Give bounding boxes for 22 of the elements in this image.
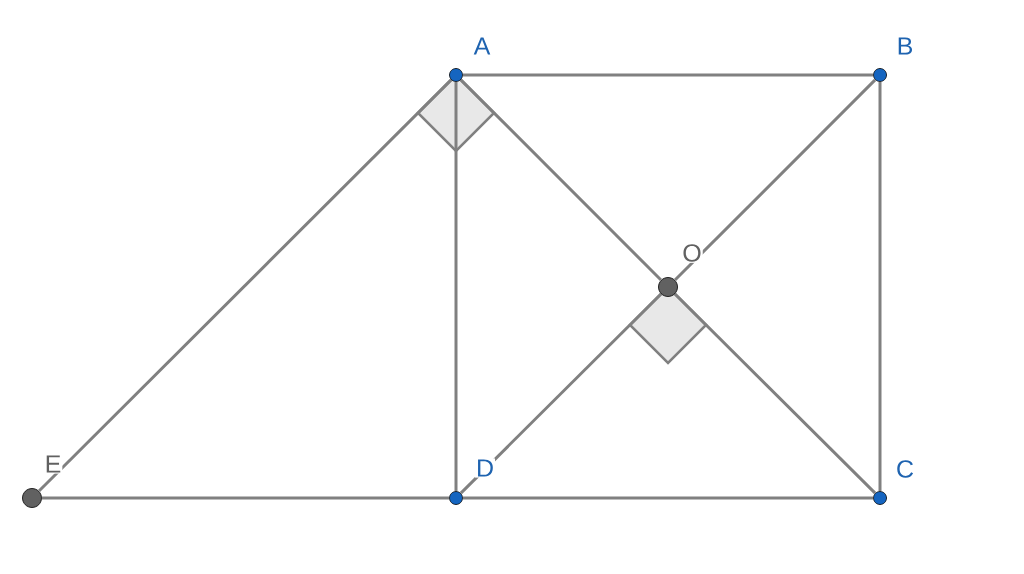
line-segment	[673, 292, 877, 495]
point-label: O	[681, 243, 703, 263]
point	[873, 68, 887, 82]
line-segment	[878, 81, 882, 492]
point-label: B	[895, 36, 915, 56]
point	[449, 491, 463, 505]
point	[873, 491, 887, 505]
line-segment	[462, 73, 874, 77]
line-segment	[673, 78, 877, 282]
point	[449, 68, 463, 82]
line-segment	[454, 81, 458, 492]
line-segment	[37, 78, 453, 493]
point-label: E	[43, 454, 63, 474]
point	[658, 277, 678, 297]
point-label: D	[475, 458, 496, 478]
point-label: C	[895, 459, 916, 479]
line-segment	[462, 496, 874, 500]
point	[22, 488, 42, 508]
line-segment	[459, 292, 663, 495]
line-segment	[459, 78, 663, 282]
point-label: A	[472, 36, 492, 56]
line-segment	[41, 496, 450, 500]
